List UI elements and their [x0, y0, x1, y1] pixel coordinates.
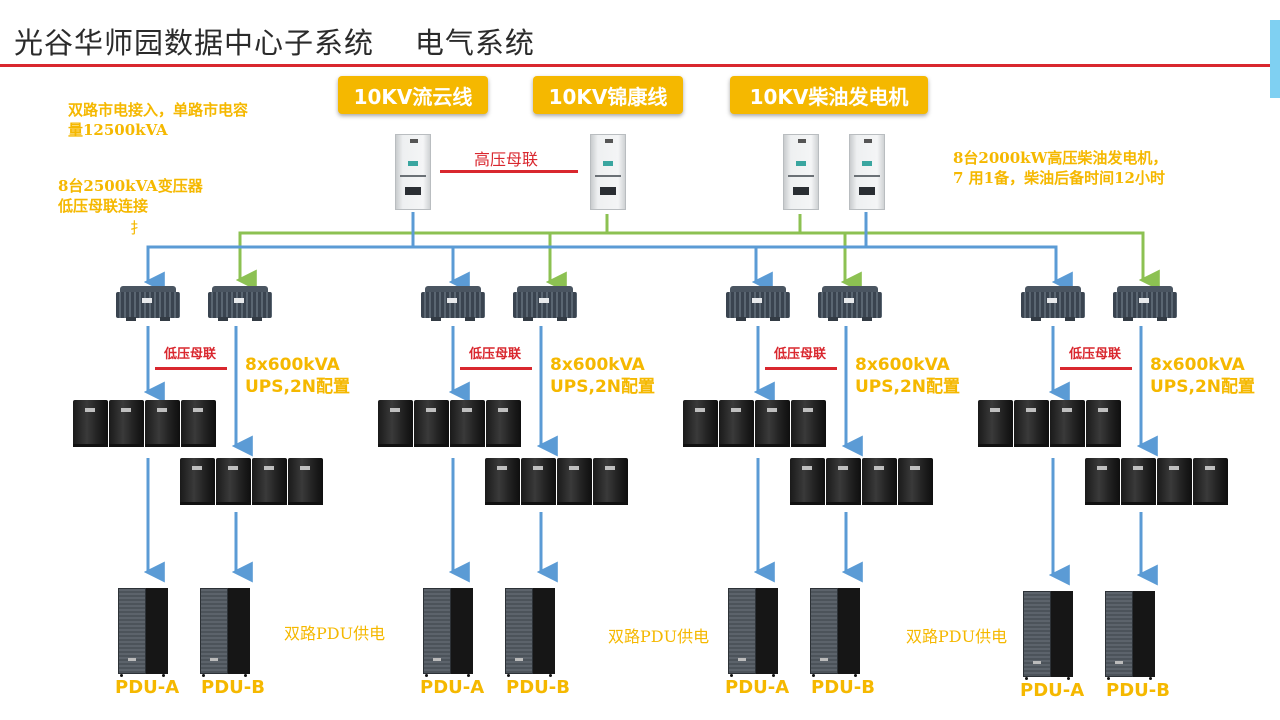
ups-unit-b[interactable] [1121, 458, 1156, 505]
dual-pdu-feed-label: 双路PDU供电 [906, 627, 1008, 646]
ups-unit-a[interactable] [73, 400, 108, 447]
transformer-a[interactable] [112, 284, 184, 322]
ups-unit-a[interactable] [791, 400, 826, 447]
ups-unit-b[interactable] [1157, 458, 1192, 505]
ups-unit-b[interactable] [790, 458, 825, 505]
pdu-rack-b[interactable] [200, 588, 250, 677]
switchgear-cabinet-3[interactable] [783, 134, 819, 210]
transformer-b[interactable] [509, 284, 581, 322]
ups-unit-b[interactable] [862, 458, 897, 505]
transformer-b[interactable] [814, 284, 886, 322]
pdu-rack-a[interactable] [423, 588, 473, 677]
ups-unit-a[interactable] [978, 400, 1013, 447]
dual-pdu-feed-label: 双路PDU供电 [608, 627, 710, 646]
ups-unit-a[interactable] [378, 400, 413, 447]
transformer-b[interactable] [204, 284, 276, 322]
transformer-note: 8台2500kVA变压器 低压母联连接 [58, 177, 203, 215]
transformer-a[interactable] [417, 284, 489, 322]
ups-unit-a[interactable] [145, 400, 180, 447]
ups-unit-a[interactable] [414, 400, 449, 447]
ups-unit-b[interactable] [521, 458, 556, 505]
pdu-b-label: PDU-B [811, 677, 875, 698]
ups-unit-a[interactable] [719, 400, 754, 447]
ups-unit-b[interactable] [593, 458, 628, 505]
pdu-a-label: PDU-A [420, 677, 485, 698]
lv-bus-tie-label: 低压母联 [469, 347, 522, 362]
generator-note: 8台2000kW高压柴油发电机， 7 用1备，柴油后备时间12小时 [953, 149, 1168, 187]
ups-unit-a[interactable] [1014, 400, 1049, 447]
lv-bus-tie-line [765, 367, 837, 370]
ups-unit-a[interactable] [683, 400, 718, 447]
ups-unit-a[interactable] [1086, 400, 1121, 447]
ups-unit-b[interactable] [485, 458, 520, 505]
ups-unit-b[interactable] [826, 458, 861, 505]
ups-unit-b[interactable] [1193, 458, 1228, 505]
stray-glyph: 扌 [130, 219, 146, 237]
pdu-b-label: PDU-B [1106, 680, 1170, 701]
ups-unit-b[interactable] [180, 458, 215, 505]
ups-config-label: 8x600kVA UPS,2N配置 [550, 355, 656, 397]
lv-bus-tie-label: 低压母联 [774, 347, 827, 362]
utility-note: 双路市电接入，单路市电容 量12500kVA [68, 101, 249, 139]
switchgear-cabinet-1[interactable] [395, 134, 431, 210]
ups-unit-b[interactable] [288, 458, 323, 505]
ups-unit-b[interactable] [898, 458, 933, 505]
ups-unit-a[interactable] [450, 400, 485, 447]
ups-unit-b[interactable] [252, 458, 287, 505]
pdu-rack-b[interactable] [1105, 591, 1155, 680]
transformer-a[interactable] [722, 284, 794, 322]
pdu-rack-b[interactable] [810, 588, 860, 677]
source-jinkang-line[interactable]: 10KV锦康线 [533, 76, 683, 114]
ups-unit-b[interactable] [1085, 458, 1120, 505]
source-liuyun-line[interactable]: 10KV流云线 [338, 76, 488, 114]
green-bus-line [238, 231, 1160, 291]
pdu-b-label: PDU-B [201, 677, 265, 698]
lv-bus-tie-line [460, 367, 532, 370]
switchgear-cabinet-2[interactable] [590, 134, 626, 210]
pdu-b-label: PDU-B [506, 677, 570, 698]
pdu-a-label: PDU-A [1020, 680, 1085, 701]
transformer-a[interactable] [1017, 284, 1089, 322]
ups-unit-a[interactable] [109, 400, 144, 447]
hv-bus-tie-line [440, 170, 578, 173]
ups-config-label: 8x600kVA UPS,2N配置 [245, 355, 351, 397]
pdu-rack-b[interactable] [505, 588, 555, 677]
transformer-b[interactable] [1109, 284, 1181, 322]
ups-unit-a[interactable] [755, 400, 790, 447]
blue-bus-line [146, 245, 1073, 293]
pdu-rack-a[interactable] [728, 588, 778, 677]
lv-bus-tie-label: 低压母联 [164, 347, 217, 362]
page-title: 光谷华师园数据中心子系统 电气系统 [14, 26, 535, 60]
ups-unit-b[interactable] [216, 458, 251, 505]
ups-unit-a[interactable] [486, 400, 521, 447]
ups-unit-b[interactable] [557, 458, 592, 505]
source-diesel-generator[interactable]: 10KV柴油发电机 [730, 76, 928, 114]
pdu-a-label: PDU-A [115, 677, 180, 698]
ups-config-label: 8x600kVA UPS,2N配置 [855, 355, 961, 397]
ups-unit-a[interactable] [1050, 400, 1085, 447]
title-divider [0, 64, 1270, 67]
ups-config-label: 8x600kVA UPS,2N配置 [1150, 355, 1256, 397]
pdu-rack-a[interactable] [1023, 591, 1073, 680]
dual-pdu-feed-label: 双路PDU供电 [284, 624, 386, 643]
green-bus [235, 214, 1160, 293]
lv-bus-tie-label: 低压母联 [1069, 347, 1122, 362]
ups-unit-a[interactable] [181, 400, 216, 447]
pdu-rack-a[interactable] [118, 588, 168, 677]
side-tab[interactable] [1270, 20, 1280, 98]
lv-bus-tie-line [155, 367, 227, 370]
pdu-a-label: PDU-A [725, 677, 790, 698]
lv-bus-tie-line [1060, 367, 1132, 370]
switchgear-cabinet-4[interactable] [849, 134, 885, 210]
hv-bus-tie-label: 高压母联 [474, 150, 539, 169]
blue-bus [143, 212, 1073, 293]
